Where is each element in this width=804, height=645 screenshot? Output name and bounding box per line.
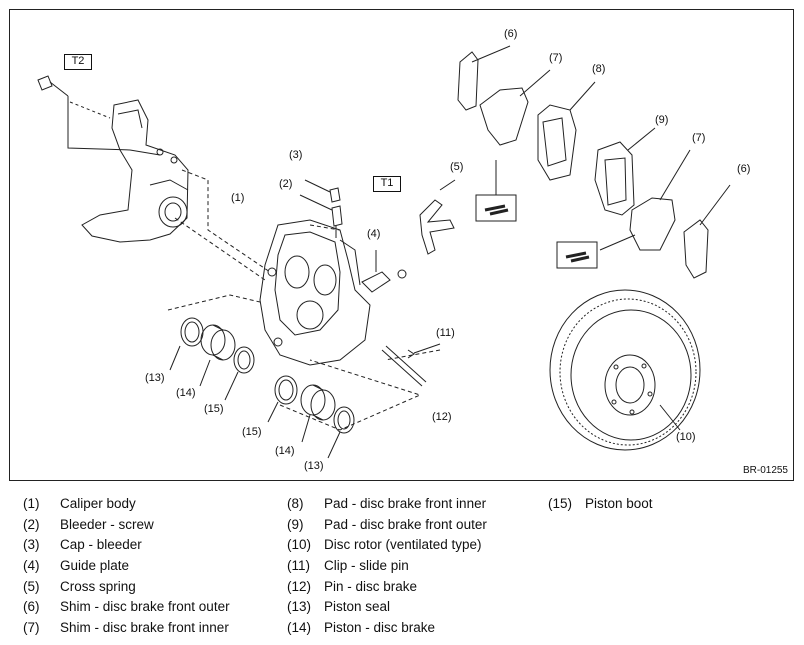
callout-7b: (7) — [692, 132, 706, 144]
callout-4: (4) — [367, 228, 381, 240]
legend-text: Guide plate — [60, 558, 130, 574]
legend-item: (9) Pad - disc brake front outer — [287, 515, 537, 536]
callout-6b: (6) — [737, 163, 751, 175]
callout-14a: (14) — [176, 387, 196, 399]
legend-number: (13) — [287, 599, 312, 615]
callout-13b: (13) — [304, 460, 324, 472]
legend-number: (8) — [287, 496, 304, 511]
cross-spring — [419, 179, 456, 255]
pad-inner — [537, 81, 596, 181]
legend-number: (6) — [23, 599, 40, 615]
legend-text: Clip - slide pin — [324, 558, 409, 574]
legend-text: Piston boot — [585, 496, 653, 511]
shim-outer-left — [457, 45, 511, 111]
legend-item: (5) Cross spring — [23, 577, 273, 598]
legend-item: (15) Piston boot — [548, 494, 788, 515]
legend-number: (2) — [23, 516, 40, 532]
legend-item: (8) Pad - disc brake front inner — [287, 494, 537, 515]
legend-number: (5) — [23, 578, 40, 594]
callout-12: (12) — [432, 411, 452, 423]
slide-pin — [381, 343, 441, 387]
legend-item: (1) Caliper body — [23, 494, 273, 515]
guide-plate — [361, 250, 407, 293]
callout-10: (10) — [676, 431, 696, 443]
legend-number: (9) — [287, 516, 304, 532]
torque-label-t1: T1 — [373, 176, 401, 192]
shim-inner-right — [629, 149, 691, 251]
bleeder — [299, 179, 343, 238]
callout-3: (3) — [289, 149, 303, 161]
caliper-body — [259, 219, 371, 366]
legend-text: Pad - disc brake front inner — [324, 496, 487, 511]
callout-11: (11) — [436, 327, 455, 339]
legend-text: Piston seal — [324, 599, 391, 615]
legend-item: (7) Shim - disc brake front inner — [23, 618, 273, 639]
grease-icon-1 — [475, 160, 517, 222]
callout-13a: (13) — [145, 372, 165, 384]
legend-column-1: (1) Caliper body (2) Bleeder - screw (3) Cap … — [23, 494, 273, 639]
legend-number: (11) — [287, 558, 311, 574]
legend-text: Disc rotor (ventilated type) — [324, 537, 482, 553]
knuckle — [81, 99, 189, 243]
legend-column-2: (8) Pad - disc brake front inner (9) Pad - … — [287, 494, 537, 639]
legend-text: Caliper body — [60, 496, 136, 511]
piston-set-right — [267, 375, 355, 459]
callout-5: (5) — [450, 161, 464, 173]
legend-text: Shim - disc brake front outer — [60, 599, 230, 615]
callout-15a: (15) — [204, 403, 224, 415]
grease-icon-2 — [556, 234, 636, 269]
callout-8: (8) — [592, 63, 606, 75]
legend-number: (15) — [548, 496, 573, 511]
legend-item: (10) Disc rotor (ventilated type) — [287, 535, 537, 556]
diagram-drawing — [37, 45, 731, 459]
legend: (1) Caliper body (2) Bleeder - screw (3) Cap … — [0, 494, 804, 644]
alignment-lines — [167, 169, 441, 431]
legend-item: (11) Clip - slide pin — [287, 556, 537, 577]
legend-number: (10) — [287, 537, 312, 553]
legend-item: (14) Piston - disc brake — [287, 618, 537, 639]
figure-id: BR-01255 — [742, 465, 788, 476]
legend-item: (2) Bleeder - screw — [23, 515, 273, 536]
legend-text: Shim - disc brake front inner — [60, 620, 229, 636]
disc-rotor — [549, 289, 701, 451]
legend-item: (4) Guide plate — [23, 556, 273, 577]
legend-number: (14) — [287, 620, 312, 636]
callout-1: (1) — [231, 192, 245, 204]
legend-item: (6) Shim - disc brake front outer — [23, 597, 273, 618]
legend-number: (1) — [23, 496, 40, 511]
legend-number: (12) — [287, 578, 312, 594]
callout-7a: (7) — [549, 52, 563, 64]
exploded-diagram: T2 T1 (1) (2) (3) (4) (5) (6) (7) (8) (9… — [9, 9, 794, 481]
callout-6a: (6) — [504, 28, 518, 40]
callout-15b: (15) — [242, 426, 262, 438]
legend-number: (4) — [23, 558, 40, 574]
shim-inner-left — [479, 69, 551, 146]
legend-item: (3) Cap - bleeder — [23, 535, 273, 556]
legend-text: Pin - disc brake — [324, 578, 418, 594]
callout-14b: (14) — [275, 445, 295, 457]
piston-set-left — [169, 317, 255, 401]
callout-9: (9) — [655, 114, 669, 126]
legend-text: Pad - disc brake front outer — [324, 516, 487, 532]
legend-number: (3) — [23, 537, 40, 553]
legend-text: Cap - bleeder — [60, 537, 142, 553]
pad-outer — [594, 127, 656, 216]
torque-label-t2: T2 — [64, 54, 92, 70]
legend-number: (7) — [23, 620, 40, 636]
legend-text: Cross spring — [60, 578, 136, 594]
callout-2: (2) — [279, 178, 293, 190]
legend-column-3: (15) Piston boot — [548, 494, 788, 515]
legend-item: (12) Pin - disc brake — [287, 577, 537, 598]
legend-text: Piston - disc brake — [324, 620, 436, 636]
legend-item: (13) Piston seal — [287, 597, 537, 618]
mount-bolt — [37, 75, 131, 151]
shim-outer-right — [683, 184, 731, 279]
legend-text: Bleeder - screw — [60, 516, 154, 532]
